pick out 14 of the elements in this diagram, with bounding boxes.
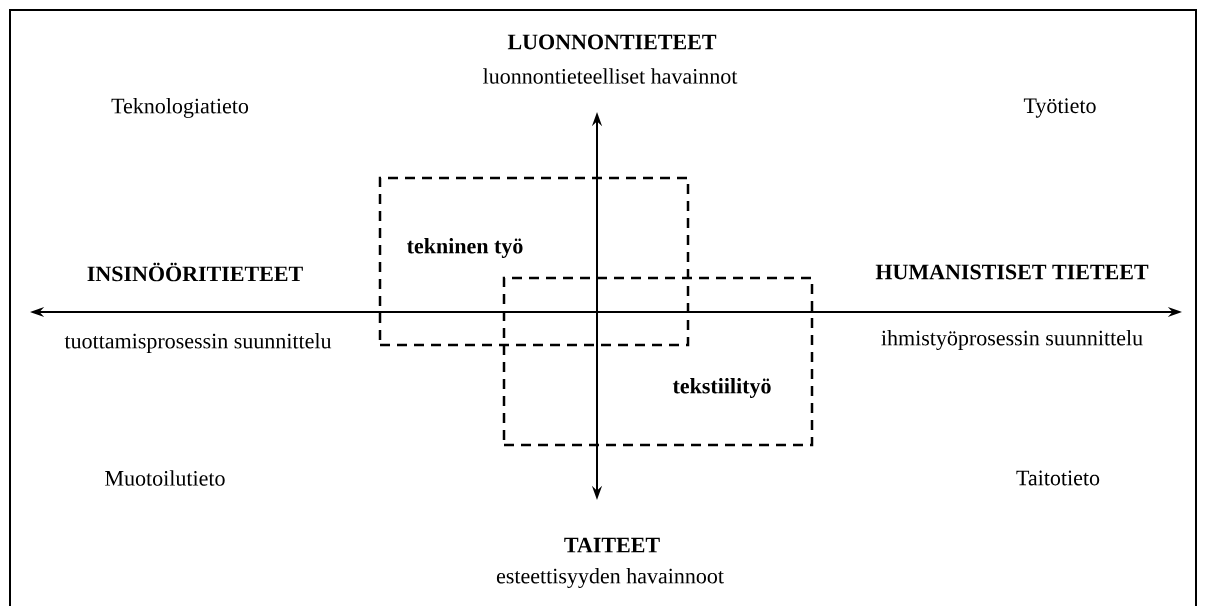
- label: Muotoilutieto: [105, 470, 225, 486]
- label: tuottamisprosessin suunnittelu: [64, 333, 332, 353]
- label: ihmistyöprosessin suunnittelu: [881, 330, 1143, 350]
- heading: INSINÖÖRITIETEET: [87, 262, 303, 282]
- dashed-box: tekstiilityö: [502, 276, 814, 447]
- heading: HUMANISTISET TIETEET: [875, 264, 1149, 280]
- label: esteettisyyden havainnoot: [496, 568, 724, 588]
- heading: LUONNONTIETEET: [507, 34, 717, 50]
- dashed-box: tekninen työ: [378, 176, 690, 347]
- heading: TAITEET: [564, 537, 660, 553]
- label: Työtieto: [1023, 98, 1096, 118]
- label: Taitotieto: [1016, 470, 1100, 486]
- label: Teknologiatieto: [111, 98, 249, 118]
- label: luonnontieteelliset havainnot: [483, 68, 738, 84]
